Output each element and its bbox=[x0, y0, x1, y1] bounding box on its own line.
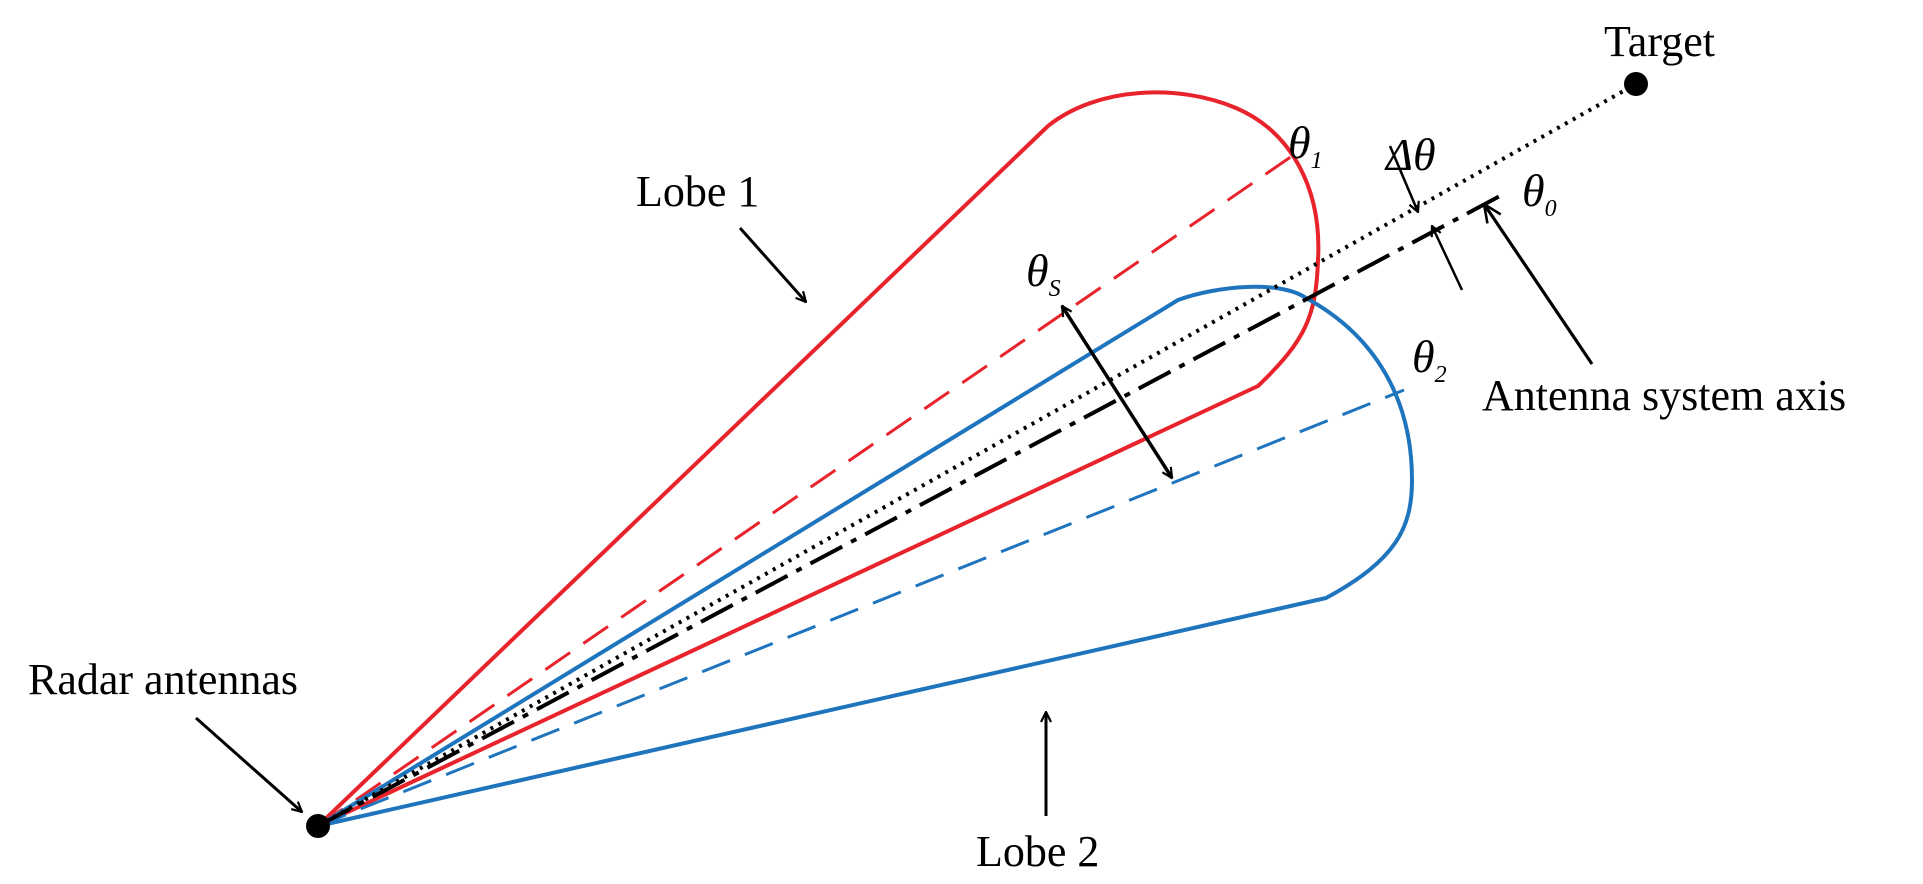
delta-theta-arrow-lower bbox=[1432, 226, 1464, 291]
lobe-1-outline bbox=[316, 90, 1321, 828]
antenna-axis-label: Antenna system axis bbox=[1482, 371, 1846, 420]
target-label: Target bbox=[1604, 17, 1715, 66]
lobe-1-pointer-arrow bbox=[738, 227, 806, 302]
theta-2-label: θ2 bbox=[1412, 331, 1447, 388]
theta-s-arrow bbox=[1060, 306, 1174, 478]
radar-antennas-point bbox=[306, 814, 330, 838]
radar-antennas-label: Radar antennas bbox=[28, 655, 298, 704]
antenna-axis-pointer-arrow bbox=[1484, 204, 1594, 365]
theta-1-label: θ1 bbox=[1288, 117, 1323, 174]
lobe-2-outline bbox=[316, 284, 1414, 828]
theta-s-label: θS bbox=[1026, 245, 1061, 302]
lobe-2-label: Lobe 2 bbox=[976, 827, 1099, 876]
delta-theta-arrow-upper bbox=[1388, 145, 1418, 212]
theta-0-label: θ0 bbox=[1522, 165, 1557, 222]
radar-antennas-pointer-arrow bbox=[195, 716, 302, 812]
lobe-1-label: Lobe 1 bbox=[636, 167, 759, 216]
target-point bbox=[1624, 72, 1648, 96]
lobe-2-axis bbox=[317, 388, 1405, 828]
antenna-system-axis bbox=[317, 194, 1501, 828]
lobe-1-axis bbox=[317, 154, 1293, 828]
delta-theta-label: Δθ bbox=[1384, 129, 1436, 180]
